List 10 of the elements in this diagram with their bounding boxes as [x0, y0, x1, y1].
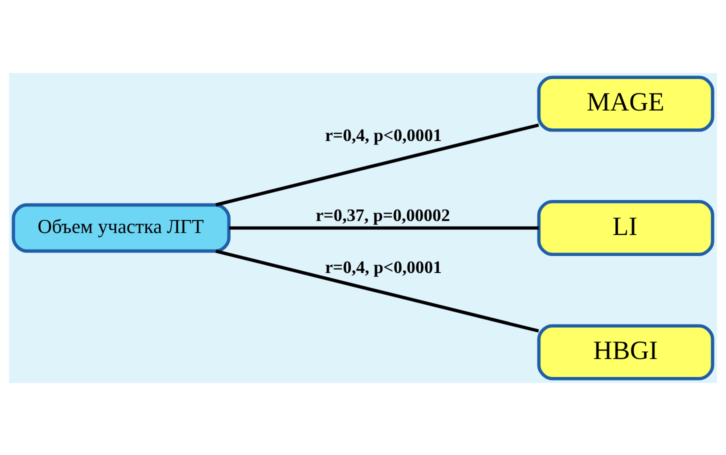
connector: [229, 226, 539, 230]
connector: [215, 122, 540, 206]
edge-label: r=0,4, p<0,0001: [325, 256, 442, 276]
node-box: LI: [537, 199, 714, 256]
node-box: Объем участка ЛГТ: [12, 202, 231, 252]
edge-label: r=0,37, p=0,00002: [316, 204, 450, 225]
edge-label: r=0,4, p<0,0001: [325, 124, 442, 144]
node-box: MAGE: [537, 75, 714, 132]
connector: [215, 249, 540, 332]
node-box: HBGI: [537, 324, 714, 380]
